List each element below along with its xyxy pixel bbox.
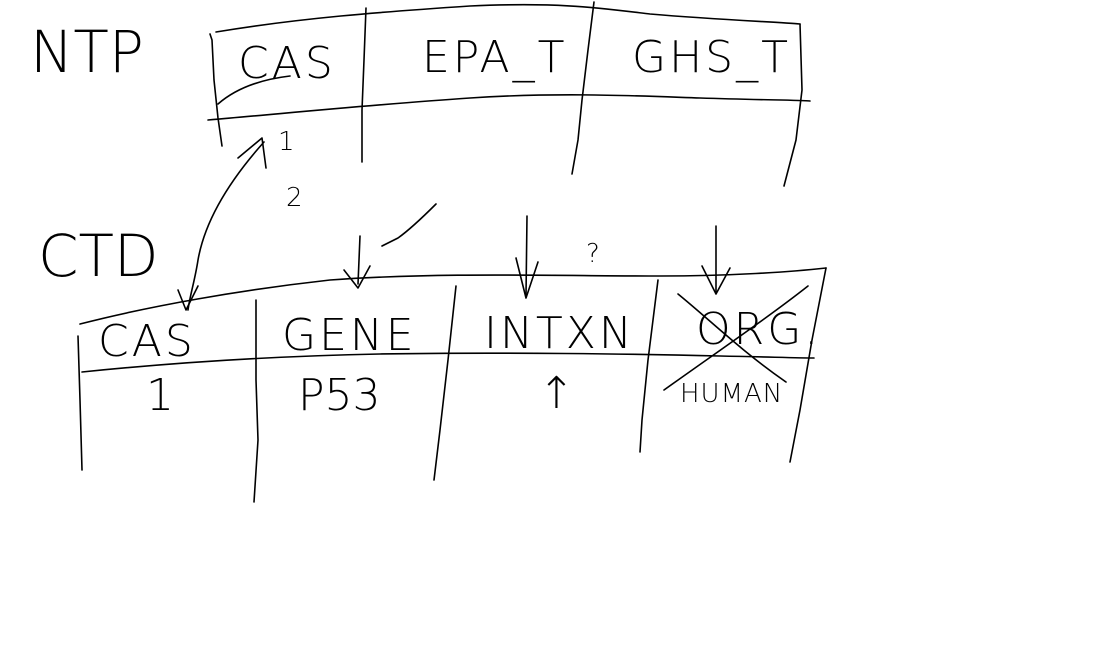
ctd-header-org: ORG. — [696, 304, 821, 355]
ntp-column-divider-1 — [361, 7, 367, 163]
ntp-table-right-border — [783, 23, 803, 187]
org-cross-out-line-1 — [677, 293, 787, 383]
ctd-column-divider-3 — [639, 279, 659, 453]
ctd-cell-gene: P53 — [298, 370, 381, 421]
cas-link-arrowhead-top — [237, 137, 267, 169]
ctd-table-left-border — [77, 335, 83, 471]
ntp-annotation-1: 1 — [278, 127, 296, 157]
gene-check-mark — [381, 203, 437, 247]
ntp-cas-underline-curve — [217, 75, 291, 105]
ntp-annotation-2: 2 — [286, 183, 304, 213]
gene-down-arrowhead — [343, 265, 371, 289]
cas-link-arrowhead-bottom — [177, 285, 199, 311]
ctd-table-name: CTD — [38, 222, 159, 290]
intxn-down-arrowhead — [515, 257, 539, 299]
ctd-cell-cas: 1 — [146, 370, 174, 421]
ctd-column-divider-2 — [433, 285, 457, 481]
ctd-column-divider-1 — [253, 299, 259, 503]
cas-link-arrow — [187, 141, 265, 311]
gene-down-arrow — [357, 235, 361, 285]
org-cross-out-line-2 — [663, 285, 809, 391]
ctd-header-divider — [81, 352, 815, 373]
ntp-header-epa-t: EPA_T — [422, 32, 568, 83]
connector-arrows: ? — [177, 137, 731, 311]
ntp-header-ghs-t: GHS_T — [632, 32, 791, 83]
intxn-down-arrow — [525, 215, 528, 297]
ctd-cell-intxn: ↑ — [538, 368, 575, 419]
ntp-header-cas: CAS — [238, 38, 336, 89]
ntp-table-name: NTP — [30, 18, 144, 86]
ctd-table-right-border — [789, 267, 827, 463]
ctd-header-gene: GENE — [282, 310, 417, 361]
ctd-header-cas: CAS — [98, 316, 196, 367]
ctd-cell-org: HUMAN — [680, 379, 783, 409]
ntp-header-divider — [207, 94, 811, 121]
ntp-table-top-border — [215, 3, 801, 33]
question-mark: ? — [586, 239, 601, 269]
ntp-column-divider-2 — [571, 1, 595, 175]
ctd-header-intxn: INTXN — [484, 308, 635, 359]
ctd-table-top-border — [79, 267, 827, 325]
ntp-table: CAS EPA_T GHS_T 1 2 — [207, 1, 811, 213]
ntp-table-left-border — [209, 33, 223, 147]
ctd-table: CAS GENE INTXN ORG. 1 P53 ↑ HUMAN — [77, 267, 827, 503]
